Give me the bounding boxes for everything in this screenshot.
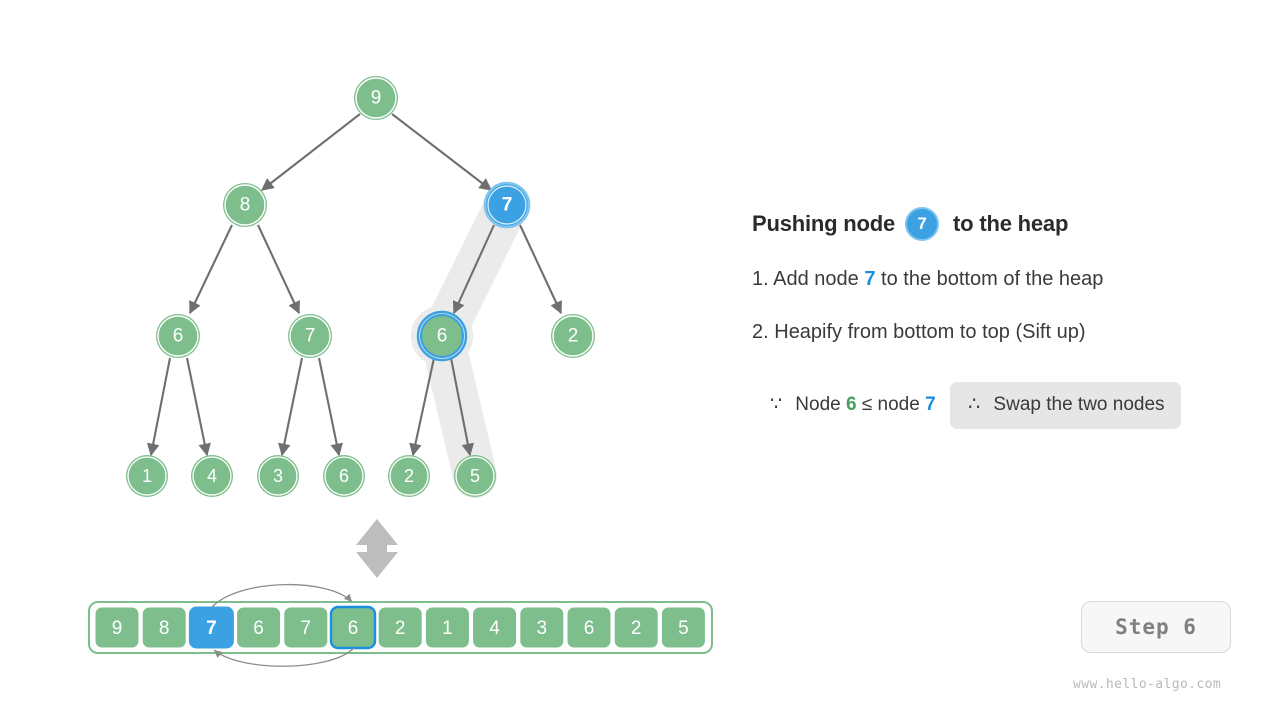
tree-node-label: 2 bbox=[404, 466, 414, 486]
panel-title-node-chip: 7 bbox=[905, 207, 940, 241]
array-cell-label: 4 bbox=[489, 618, 500, 639]
reason-block: ∵ Node 6 ≤ node 7 ∴ Swap the two nodes bbox=[752, 372, 1252, 429]
array-cell-label: 2 bbox=[395, 618, 406, 639]
tree-node-7-b[interactable]: 7 bbox=[288, 314, 332, 358]
tree-node-label: 8 bbox=[240, 195, 251, 216]
panel-title-prefix: Pushing node bbox=[752, 211, 896, 236]
array-cell-label: 8 bbox=[159, 618, 170, 639]
edge-8-6 bbox=[189, 224, 233, 315]
tree-node-3[interactable]: 3 bbox=[257, 455, 299, 497]
edge-6-4 bbox=[185, 357, 211, 457]
array-cell-label: 7 bbox=[206, 618, 217, 639]
tree-node-label: 5 bbox=[470, 466, 480, 486]
tree-node-label: 4 bbox=[207, 466, 217, 486]
edge-7-6 bbox=[452, 224, 495, 315]
tree-node-2-b[interactable]: 2 bbox=[388, 455, 430, 497]
array-cell[interactable]: 2 bbox=[377, 606, 423, 649]
tree-node-2-a[interactable]: 2 bbox=[551, 314, 595, 358]
tree-node-label: 6 bbox=[339, 466, 349, 486]
array-cell[interactable]: 5 bbox=[660, 606, 706, 649]
tree-node-7-selected[interactable]: 7 bbox=[483, 181, 531, 229]
edge-8-7 bbox=[257, 224, 300, 315]
array-cell-label: 6 bbox=[348, 618, 359, 639]
reason-1-value-a: 6 bbox=[845, 394, 857, 415]
array-cell-label: 6 bbox=[253, 618, 264, 639]
explanation-panel: Pushing node 7 to the heap 1. Add node 7… bbox=[752, 206, 1252, 429]
edge-7-2 bbox=[519, 224, 562, 315]
step-1-index: 1. bbox=[752, 268, 769, 290]
array-cell-label: 6 bbox=[584, 618, 595, 639]
reason-1-mid: ≤ node bbox=[856, 394, 926, 415]
steps-list: 1. Add node 7 to the bottom of the heap … bbox=[752, 266, 1252, 429]
array-cell-label: 3 bbox=[537, 618, 548, 639]
edge-6-2 bbox=[409, 357, 436, 457]
step-2-pre: Heapify from bottom to top (Sift up) bbox=[768, 321, 1086, 343]
swap-arrow bbox=[211, 583, 355, 667]
therefore-symbol: ∴ bbox=[968, 394, 981, 415]
array-cell-label: 1 bbox=[442, 618, 453, 639]
array-cell[interactable]: 4 bbox=[472, 606, 518, 649]
tree-node-4[interactable]: 4 bbox=[191, 455, 233, 497]
array-cell[interactable]: 7 bbox=[188, 606, 234, 649]
array-cell[interactable]: 6 bbox=[329, 605, 377, 650]
tree-node-label: 7 bbox=[502, 195, 513, 216]
array-cell[interactable]: 6 bbox=[566, 606, 612, 649]
array-cell[interactable]: 8 bbox=[141, 606, 187, 649]
array-cell-label: 2 bbox=[631, 618, 642, 639]
tree-node-label: 9 bbox=[371, 88, 382, 109]
reason-therefore: ∴ Swap the two nodes bbox=[950, 382, 1181, 429]
swap-arrow-top bbox=[211, 583, 353, 608]
edge-6-5 bbox=[449, 357, 475, 457]
tree-node-label: 6 bbox=[437, 326, 448, 347]
tree-node-label: 7 bbox=[305, 326, 316, 347]
step-item-2: 2. Heapify from bottom to top (Sift up) bbox=[752, 319, 1252, 346]
swap-arrow-bottom bbox=[213, 647, 355, 667]
edge-7-3 bbox=[278, 357, 304, 457]
array-cell-label: 5 bbox=[678, 618, 689, 639]
edge-9-7 bbox=[391, 113, 492, 191]
step-item-1: 1. Add node 7 to the bottom of the heap bbox=[752, 266, 1252, 293]
tree-node-1[interactable]: 1 bbox=[126, 455, 168, 497]
step-1-value: 7 bbox=[864, 268, 876, 290]
panel-title: Pushing node 7 to the heap bbox=[752, 206, 1252, 242]
reason-because: ∵ Node 6 ≤ node 7 bbox=[752, 387, 946, 424]
edge-6-1 bbox=[146, 357, 172, 457]
array-container bbox=[88, 601, 713, 654]
tree-node-label: 6 bbox=[173, 326, 184, 347]
array-cell[interactable]: 3 bbox=[519, 606, 565, 649]
tree-node-5[interactable]: 5 bbox=[454, 455, 496, 497]
array-cell-label: 7 bbox=[301, 618, 312, 639]
array-cell[interactable]: 1 bbox=[424, 606, 470, 649]
array-cell[interactable]: 9 bbox=[94, 606, 140, 649]
step-badge[interactable]: Step 6 bbox=[1081, 601, 1231, 653]
array-cell[interactable]: 6 bbox=[236, 606, 282, 649]
tree-edges bbox=[146, 113, 562, 457]
edge-7-6b bbox=[317, 357, 343, 457]
tree-node-6-ringed[interactable]: 6 bbox=[416, 310, 468, 362]
step-2-index: 2. bbox=[752, 321, 769, 343]
tree-node-label: 1 bbox=[142, 466, 152, 486]
reason-2-pre: Swap the two nodes bbox=[988, 394, 1165, 415]
tree-node-6-c[interactable]: 6 bbox=[323, 455, 365, 497]
array-cell-label: 9 bbox=[112, 618, 123, 639]
edge-9-8 bbox=[261, 113, 361, 191]
step-1-post: to the bottom of the heap bbox=[875, 268, 1104, 290]
array-cell[interactable]: 7 bbox=[283, 606, 329, 649]
panel-title-suffix: to the heap bbox=[953, 211, 1069, 236]
step-1-pre: Add node bbox=[768, 268, 865, 290]
tree-node-label: 2 bbox=[568, 326, 579, 347]
because-symbol: ∵ bbox=[770, 394, 783, 415]
reason-1-pre: Node bbox=[790, 394, 846, 415]
tree-node-label: 3 bbox=[273, 466, 283, 486]
array-cell[interactable]: 2 bbox=[613, 606, 659, 649]
watermark: www.hello-algo.com bbox=[1073, 677, 1222, 692]
tree-array-link-arrow bbox=[356, 519, 398, 578]
tree-node-6-a[interactable]: 6 bbox=[156, 314, 200, 358]
array-cells: 9 8 7 6 7 6 2 1 4 3 6 2 5 bbox=[94, 605, 706, 650]
tree-node-8[interactable]: 8 bbox=[223, 183, 267, 227]
reason-1-value-b: 7 bbox=[925, 394, 936, 415]
tree-node-9[interactable]: 9 bbox=[354, 76, 398, 120]
